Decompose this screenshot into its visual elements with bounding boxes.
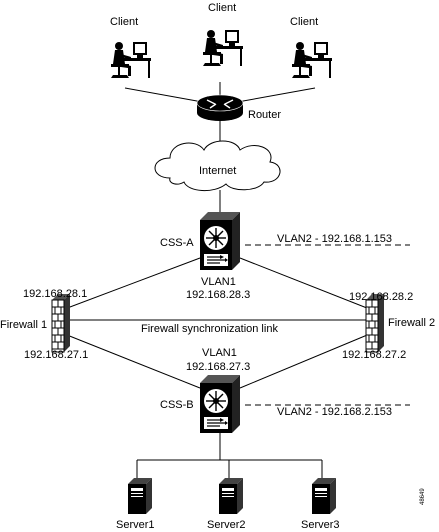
firewall1-cssb-link <box>61 332 201 389</box>
client-center-icon <box>203 30 243 66</box>
server-links <box>136 432 323 478</box>
cssa-firewall1-link <box>61 257 201 311</box>
client-left-label: Client <box>110 16 138 28</box>
firewall-1-label: Firewall 1 <box>0 319 47 331</box>
client-right-label: Client <box>290 16 318 28</box>
css-a-label: CSS-A <box>160 237 194 249</box>
cloud-icon <box>154 140 281 191</box>
firewall-1-brick-icon <box>51 293 71 353</box>
server-2: Server2 <box>207 478 246 531</box>
cssa-firewall2-link <box>239 257 373 311</box>
server-2-label: Server2 <box>207 519 246 531</box>
css-b-vlan2-label: VLAN2 - 192.168.2.153 <box>277 406 392 418</box>
css-b-switch-icon <box>199 374 241 434</box>
internet: Internet <box>154 140 281 191</box>
css-a: CSS-A VLAN2 - 192.168.1.153 VLAN1 192.16… <box>160 211 392 301</box>
router-label: Router <box>248 109 281 121</box>
firewall-1-ip-bottom: 192.168.27.1 <box>24 349 88 361</box>
server-2-icon <box>219 478 243 514</box>
server-1-label: Server1 <box>116 519 155 531</box>
client-center-label: Client <box>208 2 236 14</box>
firewall-2-label: Firewall 2 <box>388 317 435 329</box>
client-right-icon <box>292 42 332 78</box>
client-center: Client <box>203 2 243 66</box>
firewall2-cssb-link <box>239 332 373 389</box>
sync-link-label: Firewall synchronization link <box>141 323 278 335</box>
client-left: Client <box>110 16 151 78</box>
server-1-icon <box>128 478 152 514</box>
server-3-icon <box>312 478 336 514</box>
css-b-vlan1-ip: 192.168.27.3 <box>186 361 250 373</box>
client-links <box>124 82 316 104</box>
internet-label: Internet <box>199 165 236 177</box>
server-3-label: Server3 <box>301 519 340 531</box>
firewall-2-ip-bottom: 192.168.27.2 <box>342 349 406 361</box>
css-a-switch-icon <box>199 211 241 271</box>
css-a-vlan1-ip: 192.168.28.3 <box>186 289 250 301</box>
client-left-icon <box>111 42 151 78</box>
css-a-vlan2-label: VLAN2 - 192.168.1.153 <box>277 233 392 245</box>
css-b-vlan1-name: VLAN1 <box>202 347 237 359</box>
router: Router <box>196 94 281 121</box>
firewall-2-ip-top: 192.168.28.2 <box>349 291 413 303</box>
firewall-1: Firewall 1 192.168.28.1 192.168.27.1 <box>0 288 88 361</box>
css-b: VLAN1 192.168.27.3 CSS-B VLAN2 - 192.168… <box>160 347 392 434</box>
client-right: Client <box>290 16 332 78</box>
server-3: Server3 <box>301 478 340 531</box>
router-icon <box>196 94 244 121</box>
figure-id: 48649 <box>420 488 426 505</box>
firewall-1-ip-top: 192.168.28.1 <box>23 288 87 300</box>
server-1: Server1 <box>116 478 155 531</box>
firewall-2: Firewall 2 192.168.28.2 192.168.27.2 <box>342 291 435 361</box>
css-a-vlan1-name: VLAN1 <box>201 276 236 288</box>
css-b-label: CSS-B <box>160 399 194 411</box>
